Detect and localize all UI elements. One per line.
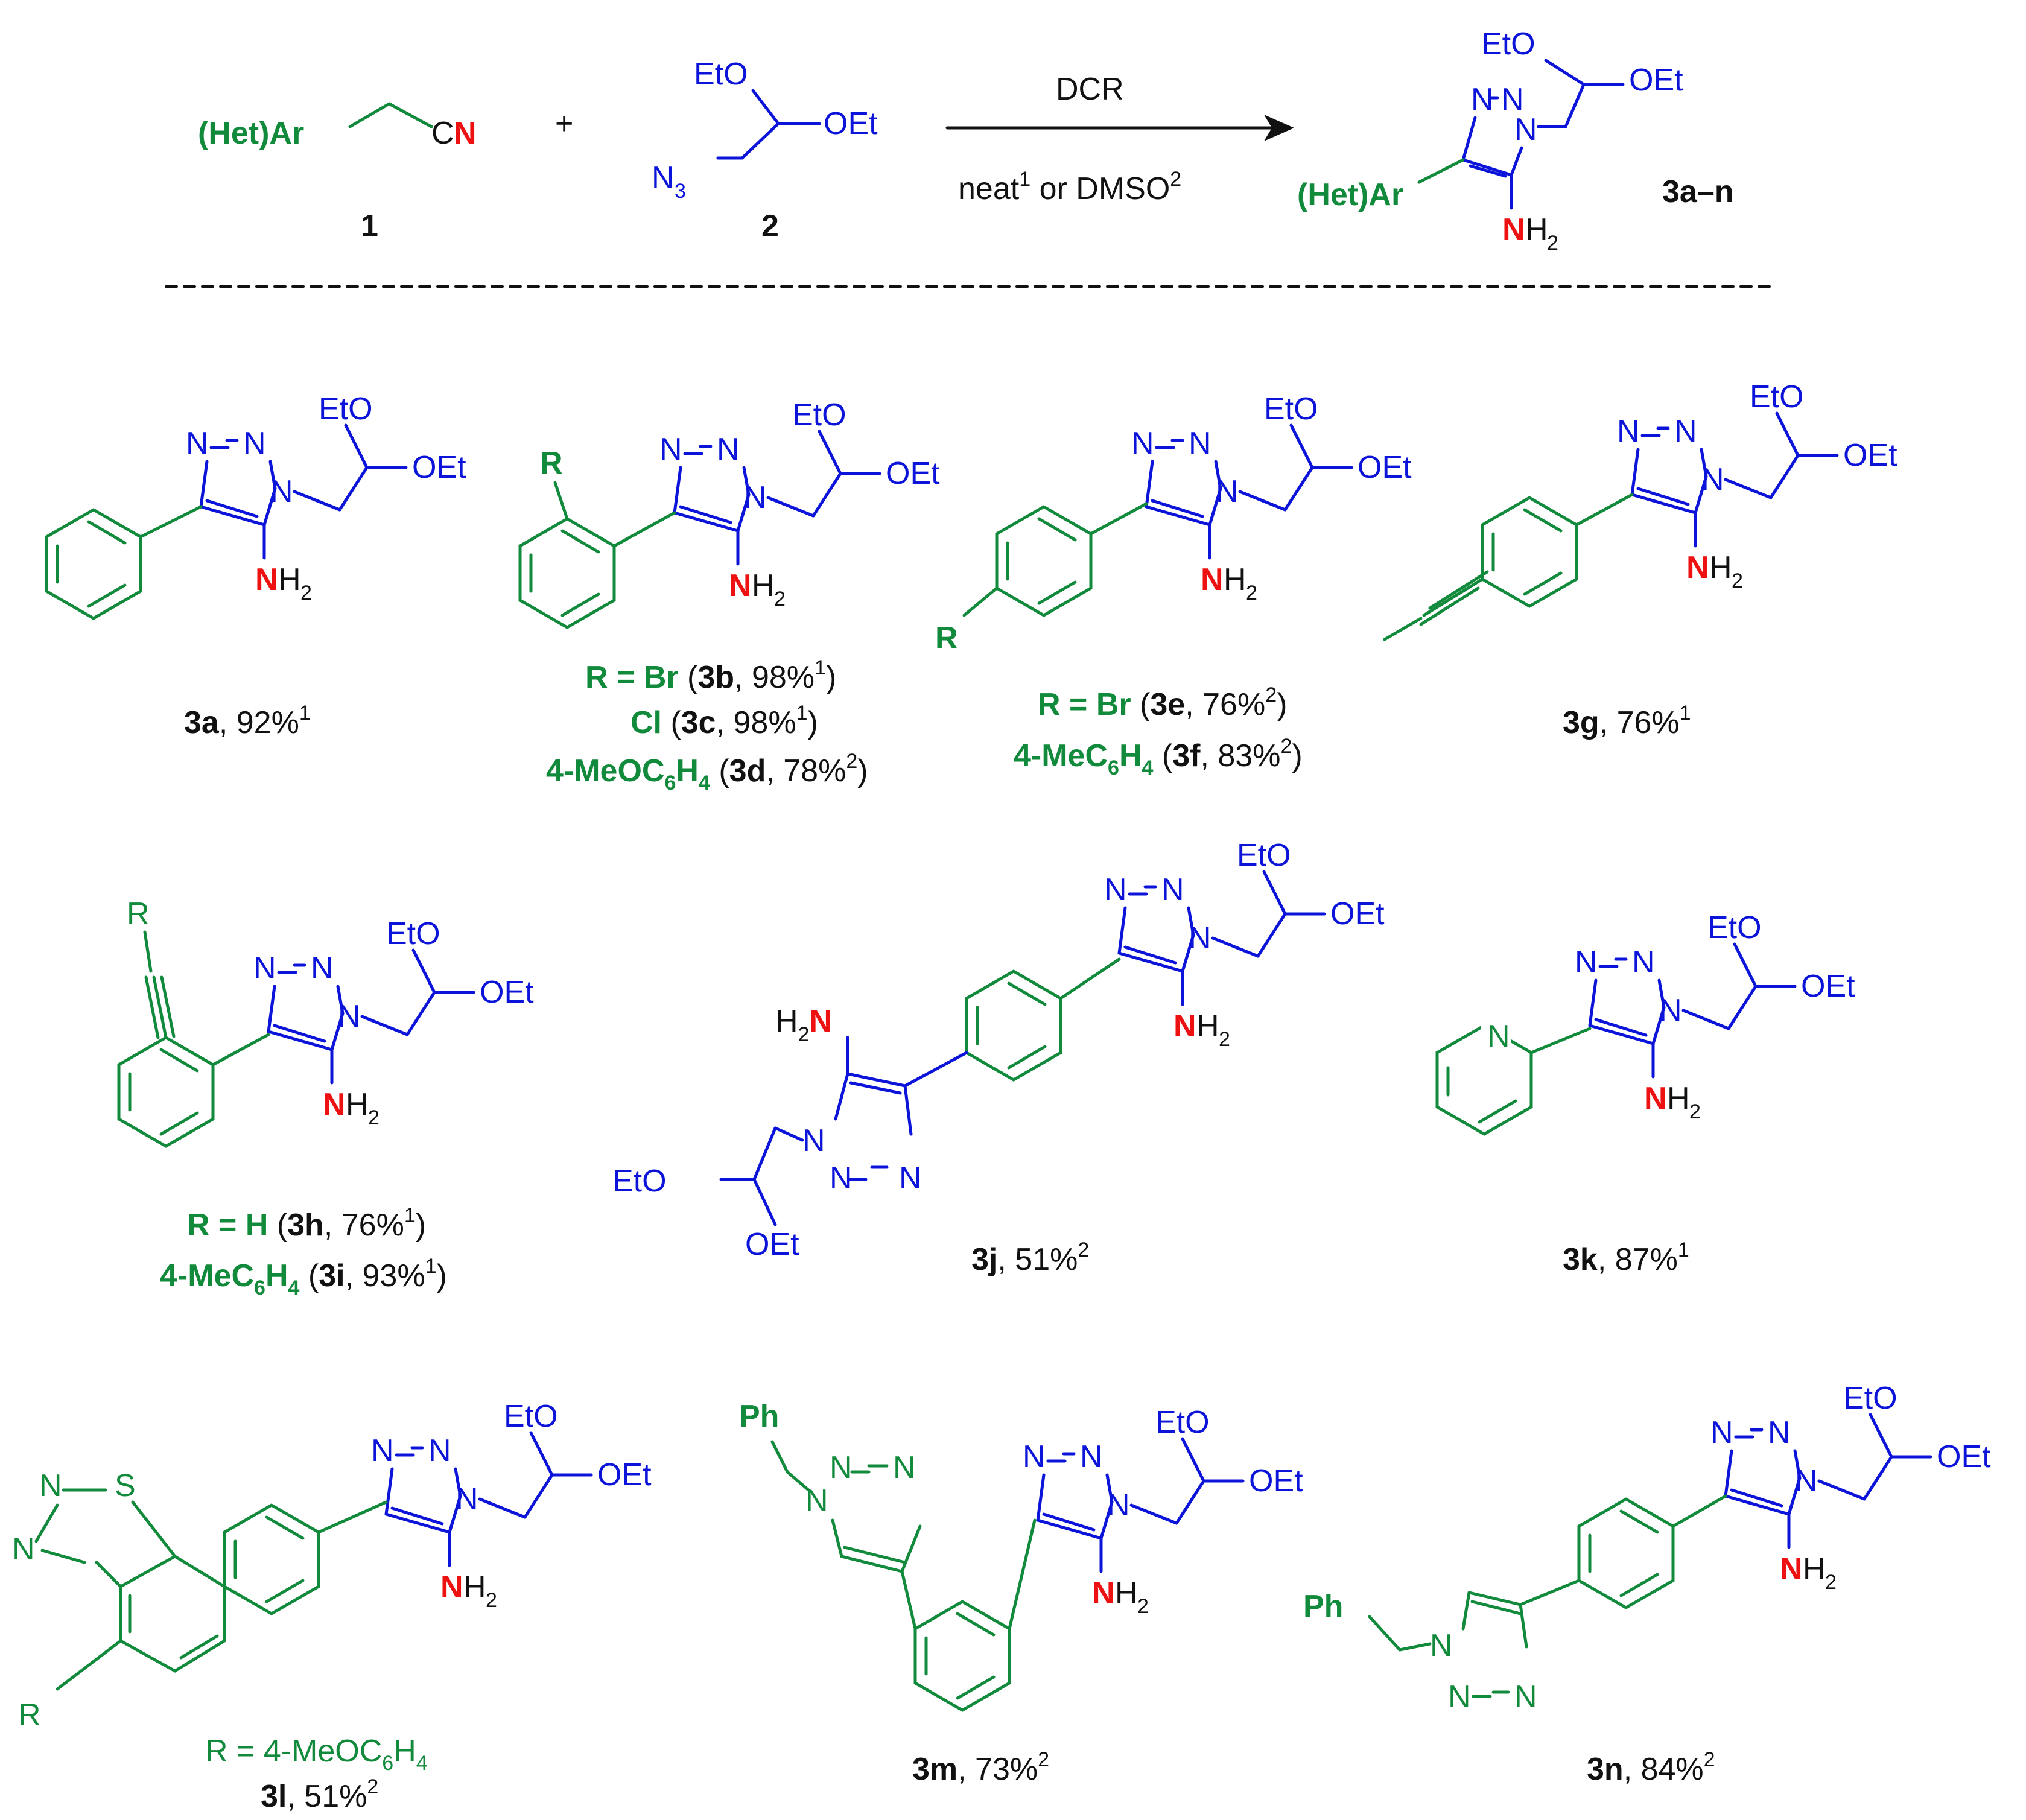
product-general: EtO OEt N N N (Het)Ar N H 2 3a–n [1297, 27, 1734, 255]
nitrile-c: C [431, 116, 454, 151]
product-nh2-h: H [1525, 212, 1548, 247]
thiadiazole-n-b: N [12, 1532, 35, 1567]
product-label: 3a–n [1662, 174, 1734, 209]
label-3j: 3j, 51%2 [971, 1238, 1089, 1277]
r-3b: R [540, 446, 563, 481]
plus-sign: + [555, 106, 573, 141]
ph-3m: Ph [739, 1399, 779, 1434]
r-def-3l: R = 4-MeOC6H4 [205, 1734, 428, 1775]
nitrile-n: N [454, 116, 477, 151]
line-3d: 4-MeOC6H4 (3d, 78%2) [546, 750, 868, 794]
het-ar-label: (Het)Ar [198, 116, 304, 151]
eto-label: EtO [694, 57, 748, 92]
line-3e: R = Br (3e, 76%2) [1038, 683, 1287, 722]
thiadiazole-s: S [115, 1468, 136, 1503]
product-het-ar: (Het)Ar [1297, 177, 1403, 212]
label-3k: 3k, 87%1 [1563, 1238, 1689, 1277]
compound-3k: N 3k, 87%1 [1435, 910, 1855, 1277]
label-3m: 3m, 73%2 [912, 1748, 1049, 1787]
azide-sub: 3 [675, 180, 686, 203]
reagent-2: EtO OEt N 3 2 [652, 57, 878, 244]
product-n-right: N [1501, 82, 1524, 117]
label-3n: 3n, 84%2 [1587, 1748, 1715, 1787]
compound-3m: N N N Ph 3m, 73%2 [739, 1399, 1303, 1787]
pyridine-n: N [1487, 1019, 1510, 1054]
reagent-2-label: 2 [761, 209, 779, 244]
azide-n: N [652, 160, 675, 195]
compound-3h-3i: R R = H (3h, 76%1) 4-MeC6H4 (3i, 93%1) [119, 896, 534, 1299]
r-3h: R [127, 896, 150, 931]
n2-3n-bz: N [1448, 1679, 1471, 1714]
arrow-condition-top: DCR [1056, 72, 1124, 107]
n1-3n-bz: N [1430, 1628, 1453, 1663]
reagent-1-label: 1 [361, 209, 378, 244]
compound-3b-3d: R R = Br (3b, 98%1) Cl (3c, 98%1) 4-MeOC… [520, 398, 940, 794]
line-3c: Cl (3c, 98%1) [630, 702, 818, 740]
product-eto: EtO [1481, 27, 1535, 62]
reagent-1: (Het)Ar C N 1 [198, 102, 477, 244]
h2n-3j: H2N [775, 1004, 832, 1046]
compound-3e-3f: R R = Br (3e, 76%2) 4-MeC6H4 (3f, 83%2) [935, 392, 1412, 779]
compound-3l: S N N R R = 4-MeOC6H4 3l, 51%2 [12, 1399, 652, 1814]
product-n1: N [1514, 112, 1537, 147]
arrow-condition-bottom: neat1 or DMSO2 [958, 168, 1181, 206]
eto-3j-lower: EtO [612, 1164, 667, 1199]
product-oet: OEt [1629, 63, 1683, 98]
n3-3j-lower: N [899, 1161, 922, 1196]
line-3h: R = H (3h, 76%1) [187, 1204, 426, 1243]
oet-3j-lower: OEt [745, 1227, 799, 1262]
label-3l: 3l, 51%2 [261, 1775, 378, 1814]
thiadiazole-n-a: N [39, 1468, 62, 1503]
label-3g: 3g, 76%1 [1563, 702, 1691, 740]
n1-3m-bz: N [805, 1483, 828, 1518]
r-3l: R [18, 1698, 41, 1733]
compound-3g: 3g, 76%1 [1383, 379, 1897, 740]
compound-3j: N N N EtO OEt H2N 3j, 51%2 [612, 838, 1385, 1277]
product-nh2-n: N [1502, 212, 1525, 247]
compound-3n: N N N Ph 3n, 84%2 [1303, 1381, 1991, 1787]
line-3i: 4-MeC6H4 (3i, 93%1) [160, 1255, 447, 1299]
product-nh2-sub: 2 [1547, 232, 1558, 255]
ph-3n: Ph [1303, 1589, 1343, 1624]
line-3b: R = Br (3b, 98%1) [585, 656, 836, 695]
n2-3m-bz: N [830, 1450, 853, 1485]
n2-3j-lower: N [830, 1161, 853, 1196]
n3-3m-bz: N [893, 1450, 916, 1485]
product-n-left: N [1471, 82, 1494, 117]
label-3a: 3a, 92%1 [184, 702, 311, 740]
n1-3j-lower: N [802, 1123, 825, 1158]
line-3f: 4-MeC6H4 (3f, 83%2) [1014, 735, 1303, 779]
r-3e: R [935, 621, 958, 656]
compound-3a: 3a, 92%1 [46, 392, 466, 740]
reaction-arrow: DCR neat1 or DMSO2 [945, 72, 1294, 206]
n3-3n-bz: N [1514, 1679, 1537, 1714]
oet-label: OEt [824, 106, 878, 141]
